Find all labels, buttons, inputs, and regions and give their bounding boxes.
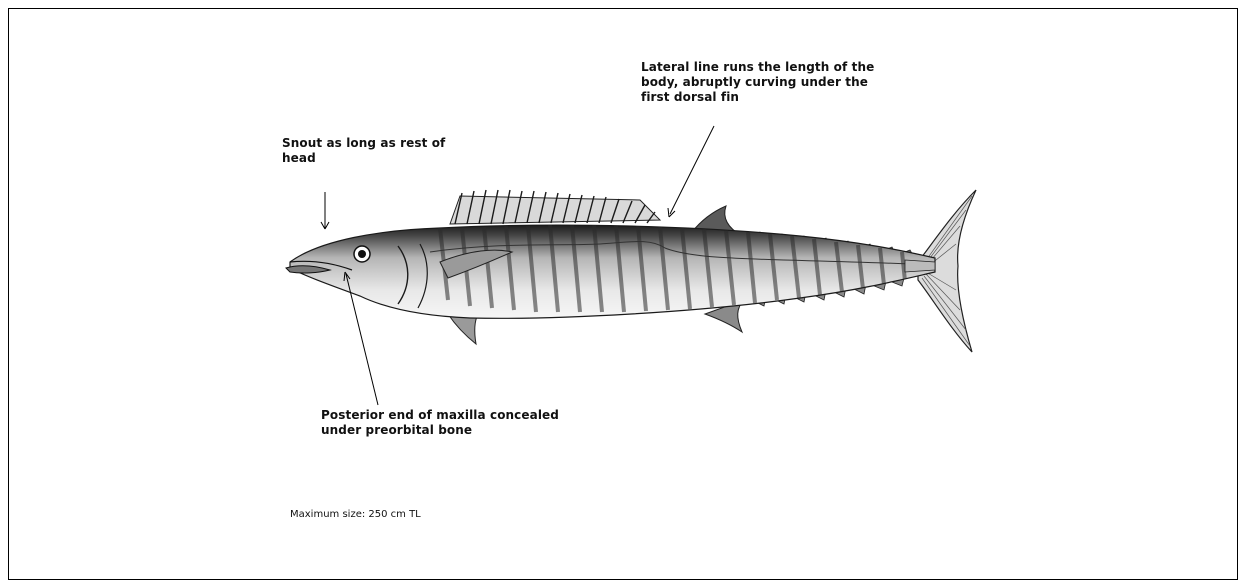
snout-annotation: Snout as long as rest of head	[282, 136, 482, 166]
lateral-line-arrowhead	[668, 208, 675, 217]
fish-body	[286, 225, 935, 318]
maxilla-annotation: Posterior end of maxilla concealed under…	[321, 408, 591, 438]
lateral-line-annotation: Lateral line runs the length of the body…	[641, 60, 911, 105]
first-dorsal-fin	[450, 190, 660, 224]
max-size-note: Maximum size: 250 cm TL	[290, 509, 421, 520]
lateral-line-pointer	[670, 126, 714, 214]
